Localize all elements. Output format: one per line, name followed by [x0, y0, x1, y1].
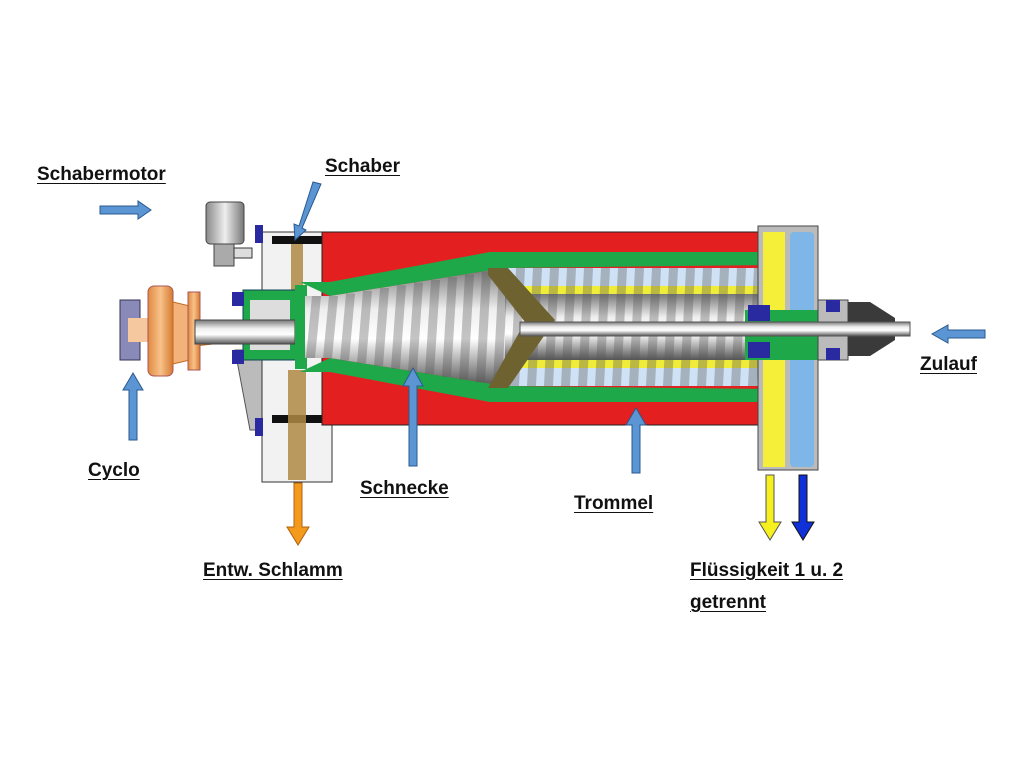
screw-flight: [442, 277, 457, 377]
zulauf-arrow-icon: [930, 324, 986, 344]
label-getrennt: getrennt: [690, 592, 766, 613]
screw-flight: [357, 290, 372, 364]
sludge-outlet-arrow-icon: [286, 482, 310, 546]
liquid1-outlet-arrow-icon: [758, 474, 782, 541]
screw-flight: [408, 282, 423, 372]
label-zulauf: Zulauf: [920, 354, 977, 375]
liquid2-outlet-arrow-icon: [791, 474, 815, 541]
screw-flight: [374, 288, 389, 366]
input-shaft: [194, 319, 296, 345]
scraper-motor: [205, 201, 253, 267]
label-entw-schlamm: Entw. Schlamm: [203, 560, 343, 581]
screw-conveyor: [305, 268, 775, 386]
cyclo-arrow-icon: [122, 372, 144, 441]
schabermotor-arrow-icon: [99, 200, 152, 220]
screw-flight: [391, 285, 406, 369]
feed-pipe: [519, 321, 911, 337]
label-schabermotor: Schabermotor: [37, 164, 166, 185]
screw-flight: [493, 268, 508, 386]
cyclo-gearbox: [119, 285, 231, 377]
screw-flight: [476, 271, 491, 383]
liquid-outlet-housing: [745, 225, 895, 471]
trommel-arrow-icon: [625, 407, 647, 474]
schnecke-arrow-icon: [402, 366, 424, 467]
label-cyclo: Cyclo: [88, 460, 140, 481]
schaber-arrow-icon: [293, 181, 322, 242]
label-schaber: Schaber: [325, 156, 400, 177]
label-schnecke: Schnecke: [360, 478, 449, 499]
screw-flight: [425, 279, 440, 375]
label-trommel: Trommel: [574, 493, 654, 514]
label-fluessigkeit: Flüssigkeit 1 u. 2: [690, 560, 844, 581]
screw-flight: [323, 296, 338, 358]
screw-flight: [306, 296, 321, 358]
screw-flight: [459, 274, 474, 380]
screw-flight: [340, 293, 355, 361]
